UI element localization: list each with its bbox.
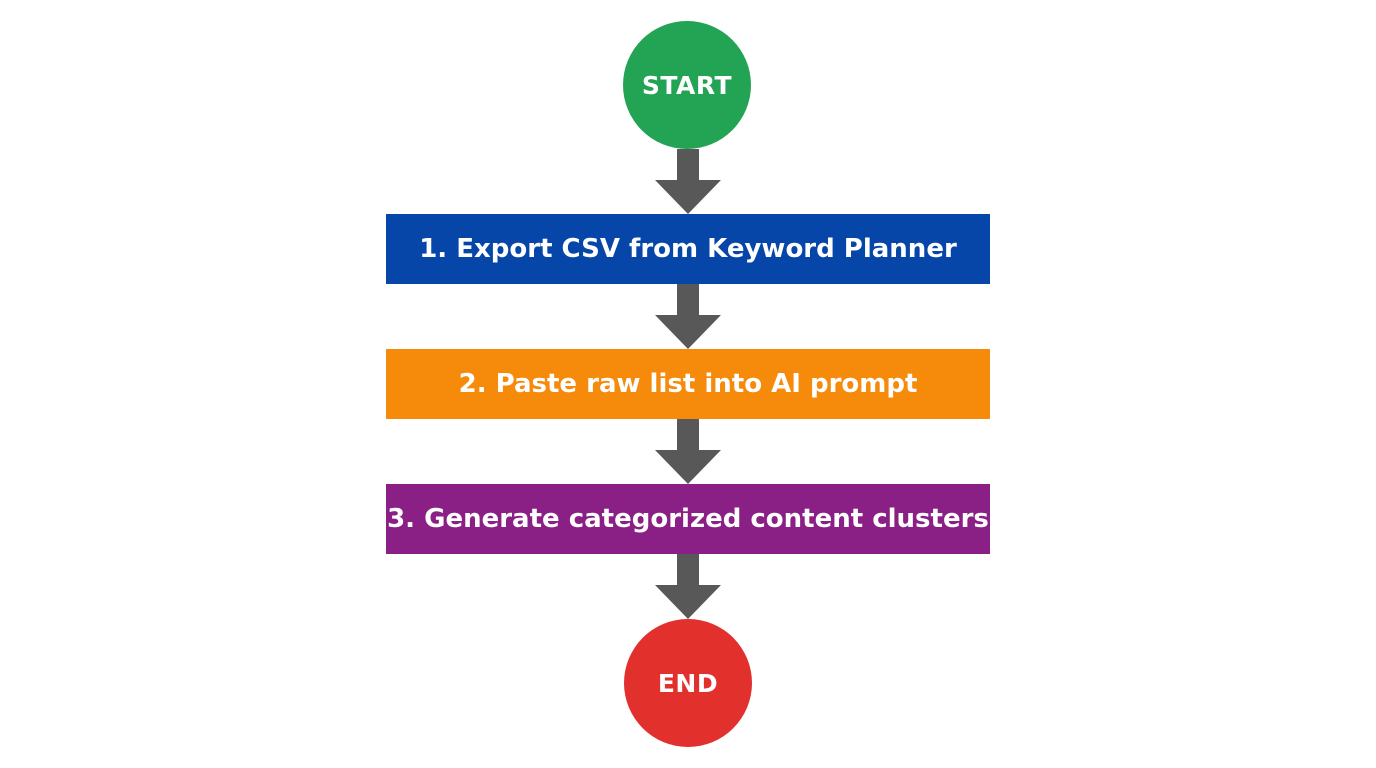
arrow-down-icon — [655, 284, 721, 349]
arrow-down-icon — [655, 149, 721, 214]
step-generate-clusters: 3. Generate categorized content clusters — [386, 484, 990, 554]
arrow-down-icon — [655, 554, 721, 619]
start-node: START — [623, 21, 751, 149]
step-paste-list: 2. Paste raw list into AI prompt — [386, 349, 990, 419]
step-export-csv: 1. Export CSV from Keyword Planner — [386, 214, 990, 284]
end-node: END — [624, 619, 752, 747]
arrow-down-icon — [655, 419, 721, 484]
